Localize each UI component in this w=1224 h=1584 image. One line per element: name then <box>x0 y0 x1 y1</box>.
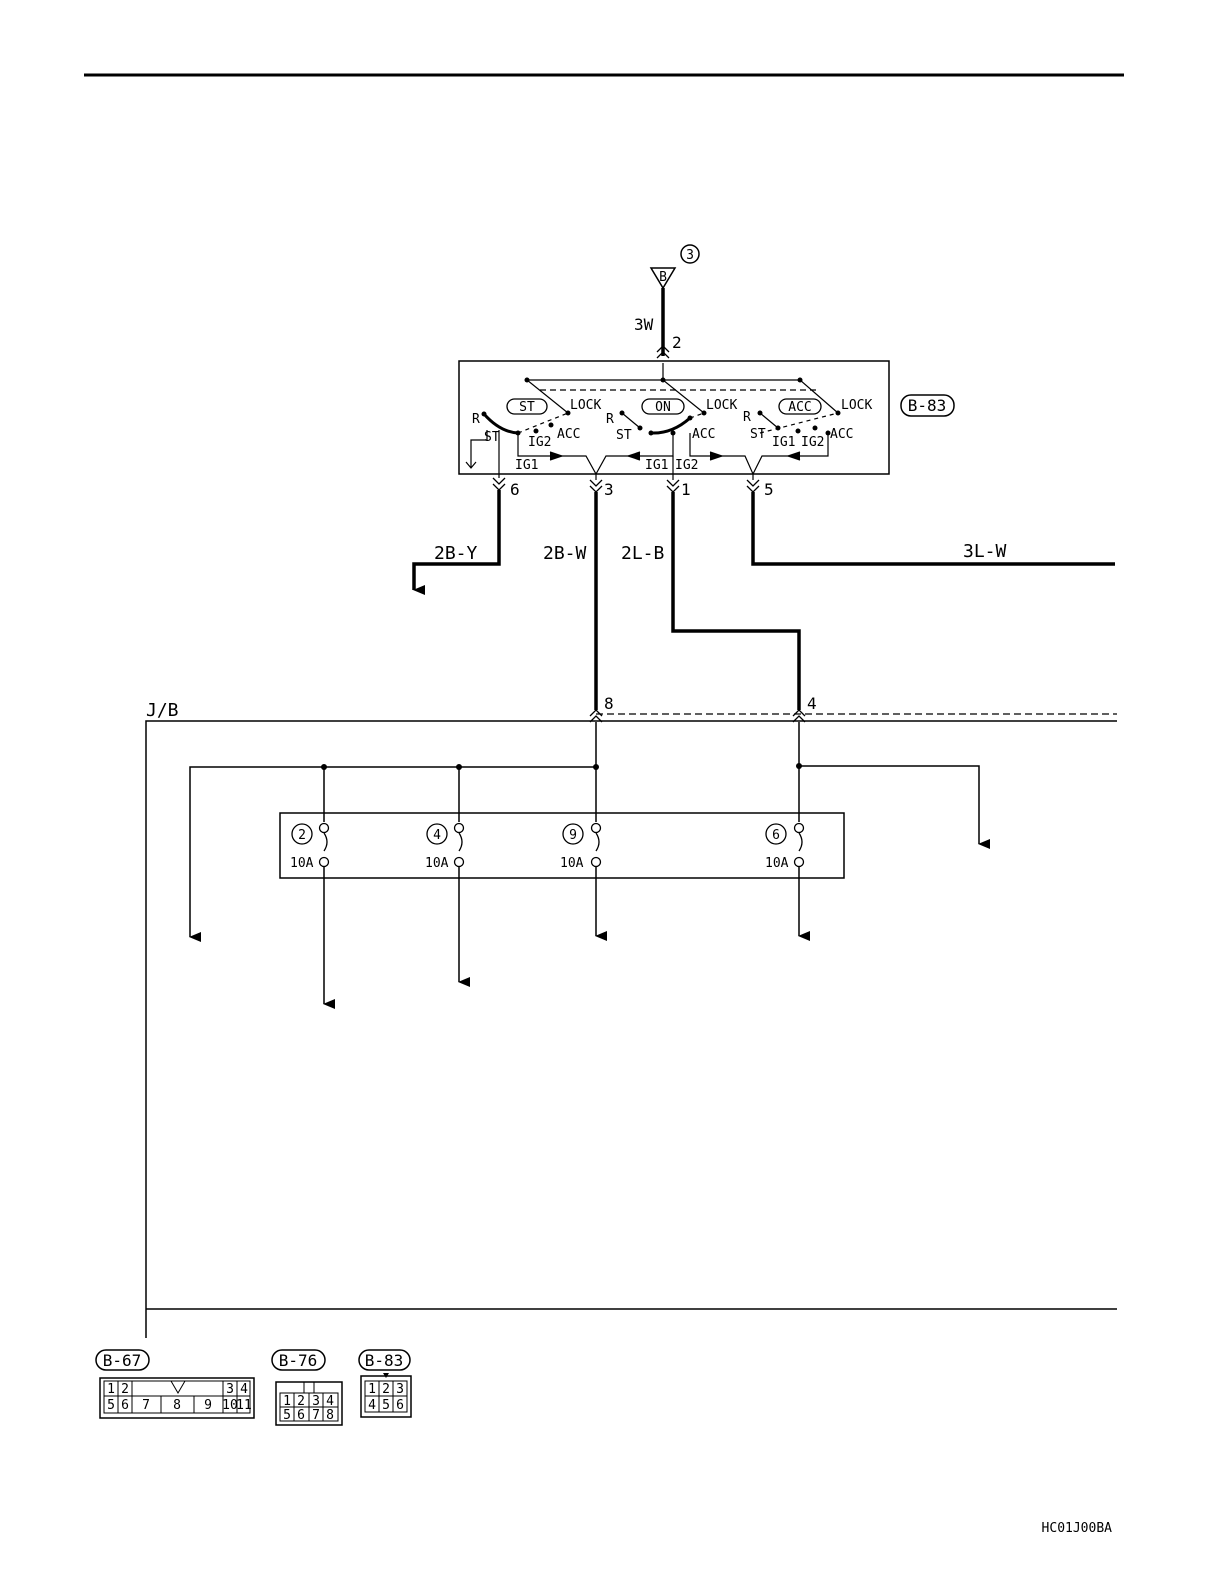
junction-block-label: J/B <box>146 700 179 721</box>
wire-2l-b-label: 2L-B <box>621 543 664 564</box>
fuse-6: 6 10A <box>765 824 804 872</box>
jb-pin-8: 8 <box>604 694 614 713</box>
svg-text:4: 4 <box>433 828 441 843</box>
jb-pin-4: 4 <box>807 694 817 713</box>
junction-block <box>146 714 1117 1338</box>
acc-label-2: ACC <box>692 427 715 442</box>
svg-text:10A: 10A <box>425 856 449 871</box>
acc-position-pill: ACC <box>779 399 821 415</box>
svg-text:3: 3 <box>226 1382 234 1397</box>
svg-text:3: 3 <box>396 1382 404 1397</box>
switch-output-pins <box>493 478 759 492</box>
svg-text:8: 8 <box>173 1398 181 1413</box>
pin-1: 1 <box>681 480 691 499</box>
r-label-3: R <box>743 410 751 425</box>
st-label-2: ST <box>616 428 632 443</box>
connector-b76: B-76 1 2 3 4 5 6 7 8 <box>272 1350 342 1425</box>
svg-text:5: 5 <box>382 1398 390 1413</box>
svg-text:6: 6 <box>772 828 780 843</box>
source-badge: B <box>659 270 667 285</box>
svg-text:6: 6 <box>396 1398 404 1413</box>
svg-text:5: 5 <box>107 1398 115 1413</box>
svg-text:9: 9 <box>569 828 577 843</box>
ig2-label-1: IG2 <box>528 435 551 450</box>
svg-text:1: 1 <box>368 1382 376 1397</box>
power-source-reference: B 3 <box>651 245 699 288</box>
pin-3: 3 <box>604 480 614 499</box>
pin-5: 5 <box>764 480 774 499</box>
svg-text:B-83: B-83 <box>908 396 947 415</box>
source-circle-number: 3 <box>686 248 694 263</box>
wire-2b-y <box>414 490 499 590</box>
wire-2b-y-label: 2B-Y <box>434 543 478 564</box>
pin-6: 6 <box>510 480 520 499</box>
svg-text:10A: 10A <box>290 856 314 871</box>
svg-text:10A: 10A <box>560 856 584 871</box>
svg-text:7: 7 <box>142 1398 150 1413</box>
svg-text:2: 2 <box>382 1382 390 1397</box>
figure-code: HC01J00BA <box>1042 1521 1113 1536</box>
r-label-2: R <box>606 412 614 427</box>
acc-label-3: ACC <box>830 427 853 442</box>
svg-text:2: 2 <box>121 1382 129 1397</box>
r-label-1: R <box>472 412 480 427</box>
svg-text:4: 4 <box>240 1382 248 1397</box>
svg-text:ST: ST <box>519 400 535 415</box>
st-label-1: ST <box>484 430 500 445</box>
wire-2b-w-label: 2B-W <box>543 543 587 564</box>
wire-3w-label: 3W <box>634 315 654 334</box>
junction-entry-pins <box>590 710 805 722</box>
fuse-9: 9 10A <box>560 824 601 872</box>
wire-3w-pin: 2 <box>672 333 682 352</box>
svg-text:3: 3 <box>312 1394 320 1409</box>
svg-text:1: 1 <box>107 1382 115 1397</box>
st-label-3: ST <box>750 427 766 442</box>
connector-b83: B-83 1 2 3 4 5 6 <box>359 1350 411 1417</box>
st-position-pill: ST <box>507 399 547 415</box>
wire-2l-b <box>673 492 799 710</box>
ig1-label-2: IG1 <box>515 458 538 473</box>
svg-text:6: 6 <box>121 1398 129 1413</box>
svg-text:B-76: B-76 <box>279 1351 318 1370</box>
svg-text:B-83: B-83 <box>365 1351 404 1370</box>
svg-text:1: 1 <box>283 1394 291 1409</box>
svg-text:B-67: B-67 <box>103 1351 142 1370</box>
ig1-label-3: IG1 <box>645 458 668 473</box>
wire-3l-w <box>753 492 1115 564</box>
svg-text:8: 8 <box>326 1408 334 1423</box>
fuse-4: 4 10A <box>425 824 464 872</box>
svg-text:4: 4 <box>368 1398 376 1413</box>
svg-text:2: 2 <box>298 828 306 843</box>
acc-label-1: ACC <box>557 427 580 442</box>
svg-text:2: 2 <box>297 1394 305 1409</box>
ignition-switch-connector-tag: B-83 <box>901 395 954 416</box>
svg-text:ON: ON <box>655 400 671 415</box>
svg-text:11: 11 <box>236 1398 252 1413</box>
wire-3l-w-label: 3L-W <box>963 541 1007 562</box>
ig2-label-3: IG2 <box>675 458 698 473</box>
on-position-pill: ON <box>642 399 684 415</box>
lock-label-2: LOCK <box>706 398 737 413</box>
svg-text:5: 5 <box>283 1408 291 1423</box>
lock-label-1: LOCK <box>570 398 601 413</box>
svg-text:6: 6 <box>297 1408 305 1423</box>
main-wires <box>414 490 1115 710</box>
lock-label-3: LOCK <box>841 398 872 413</box>
ig1-label-1: IG1 <box>772 435 795 450</box>
connector-b67: B-67 1 2 3 4 5 6 7 8 9 10 11 <box>96 1350 254 1418</box>
svg-text:10A: 10A <box>765 856 789 871</box>
svg-text:7: 7 <box>312 1408 320 1423</box>
ig2-label-2: IG2 <box>801 435 824 450</box>
svg-text:4: 4 <box>326 1394 334 1409</box>
svg-text:9: 9 <box>204 1398 212 1413</box>
svg-text:ACC: ACC <box>788 400 811 415</box>
fuse-2: 2 10A <box>290 824 329 872</box>
